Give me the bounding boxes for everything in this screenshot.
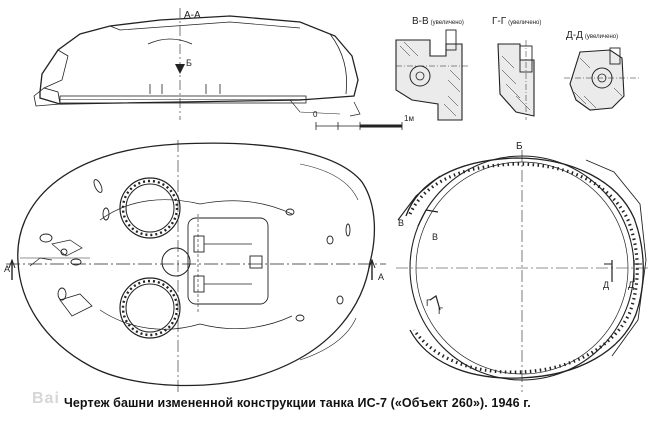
cut-label-v-1: В [398, 218, 405, 228]
scale-label-zero: 0 [313, 110, 318, 119]
scale-bar-graphic [315, 122, 403, 130]
turret-ring-view [396, 150, 650, 392]
cut-label-g-2: Г [438, 306, 443, 316]
cut-label-d-2: Д [628, 280, 635, 290]
cut-label-a-right: А [378, 272, 385, 282]
top-view-plan [6, 140, 386, 394]
view-label-b: Б [516, 141, 523, 152]
detail-section-g-g [497, 40, 535, 120]
section-label-a-a: А-А [184, 10, 201, 21]
side-view-section-a-a [33, 8, 361, 120]
cut-label-d-1: Д [603, 280, 610, 290]
cut-label-g-1: Г [426, 298, 431, 308]
section-label-v-v: В-В(увеличено) [412, 16, 464, 27]
scale-label-one-meter: 1м [404, 114, 414, 123]
detail-section-d-d [564, 47, 640, 111]
detail-section-v-v [395, 29, 470, 121]
cut-label-a-left: А [4, 264, 11, 274]
cut-label-v-2: В [432, 232, 439, 242]
cut-label-b-top: Б [186, 58, 192, 68]
figure-caption: Чертеж башни измененной конструкции танк… [64, 396, 531, 410]
section-label-g-g: Г-Г(увеличено) [492, 16, 542, 27]
watermark-logo: Bai [32, 390, 60, 407]
section-label-d-d: Д-Д(увеличено) [566, 30, 619, 41]
